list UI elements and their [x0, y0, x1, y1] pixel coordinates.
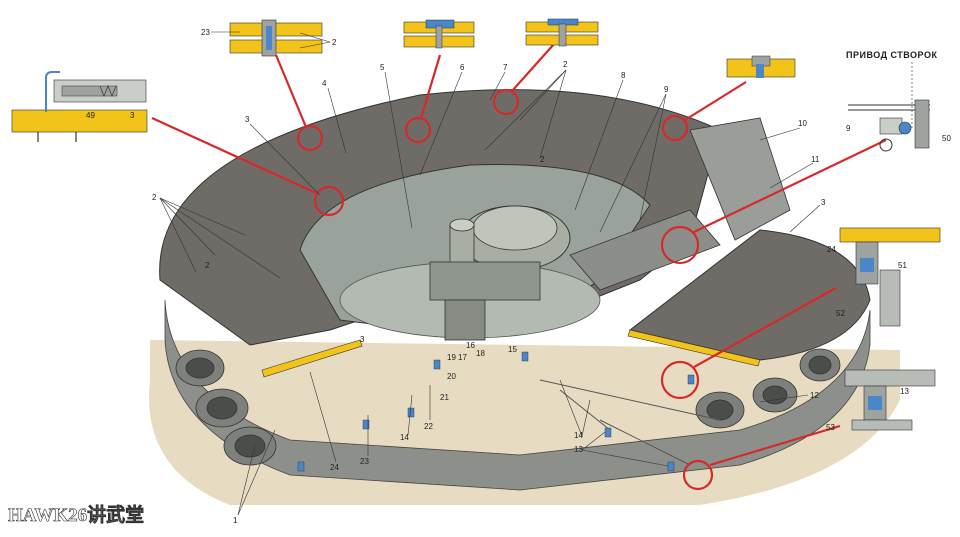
- lower-support-frame: [539, 379, 721, 466]
- yellow-edge-right: [627, 329, 761, 367]
- callout-21: 21: [440, 393, 449, 402]
- highlight-base-joint: [682, 459, 714, 491]
- callout-8: 8: [621, 71, 626, 80]
- callout-12: 12: [810, 391, 819, 400]
- callout-2: 2: [563, 60, 568, 69]
- callout-14: 14: [574, 431, 583, 440]
- inset-title: ПРИВОД СТВОРОК: [846, 50, 937, 60]
- callout-3: 3: [360, 335, 365, 344]
- inset-bracket-detail: [839, 227, 941, 327]
- callout-18: 18: [476, 349, 485, 358]
- callout-2: 2: [152, 193, 157, 202]
- inset-base-detail: [844, 369, 936, 431]
- callout-3: 3: [245, 115, 250, 124]
- callout-9: 9: [846, 124, 851, 133]
- callout-23: 23: [360, 457, 369, 466]
- inset-joint-23: [229, 19, 323, 57]
- central-drive-unit: [429, 205, 571, 341]
- callout-49: 49: [86, 111, 95, 120]
- callout-53: 53: [826, 423, 835, 432]
- inset-latch-detail: [11, 71, 148, 142]
- watermark: HAWK26讲武堂: [8, 503, 144, 526]
- callout-4: 4: [322, 79, 327, 88]
- inset-joint-mid: [403, 19, 475, 49]
- callout-3: 3: [821, 198, 826, 207]
- highlight-joint-2: [296, 124, 324, 152]
- callout-7: 7: [503, 63, 508, 72]
- callout-2: 2: [540, 155, 545, 164]
- deck-right-sector: [628, 229, 871, 361]
- callout-22: 22: [424, 422, 433, 431]
- callout-23: 23: [201, 28, 210, 37]
- callout-5: 5: [380, 63, 385, 72]
- highlight-joint-7: [492, 88, 520, 116]
- callout-3: 3: [130, 111, 135, 120]
- callout-2: 2: [332, 38, 337, 47]
- highlight-connectors: [151, 33, 887, 467]
- callout-2: 2: [205, 261, 210, 270]
- exhaust-pipes-left: [175, 349, 277, 466]
- highlight-shutter-drive: [660, 225, 700, 265]
- callout-20: 20: [447, 372, 456, 381]
- callout-13: 13: [900, 387, 909, 396]
- callout-52: 52: [836, 309, 845, 318]
- callout-24: 24: [330, 463, 339, 472]
- leader-lines: [159, 31, 821, 516]
- callout-24: 24: [827, 245, 836, 254]
- highlight-latch: [313, 185, 345, 217]
- callout-15: 15: [508, 345, 517, 354]
- callout-6: 6: [460, 63, 465, 72]
- callout-11: 11: [811, 155, 820, 164]
- highlight-bracket: [660, 360, 700, 400]
- shutter-frame: [569, 117, 791, 291]
- callout-16: 16: [466, 341, 475, 350]
- callout-9: 9: [664, 85, 669, 94]
- highlight-joint-right: [661, 114, 689, 142]
- callout-numbers: 23 2 5 6 7 2 8 9 4 3 2 49 3 10 11 3 9 50…: [86, 28, 951, 525]
- highlight-joint-6: [404, 116, 432, 144]
- highlight-circles: [296, 88, 714, 491]
- blue-fittings: [297, 351, 695, 472]
- yellow-edge-left: [261, 339, 363, 378]
- inset-joint-right-mid: [525, 18, 599, 47]
- callout-1: 1: [233, 516, 238, 525]
- callout-51: 51: [898, 261, 907, 270]
- inset-shutter-drive: [848, 62, 930, 152]
- callout-19: 19: [447, 353, 456, 362]
- callout-14: 14: [400, 433, 409, 442]
- inset-joint-far-right: [726, 55, 796, 78]
- callout-10: 10: [798, 119, 807, 128]
- exhaust-pipes-right: [695, 348, 841, 429]
- callout-17: 17: [458, 353, 467, 362]
- callout-50: 50: [942, 134, 951, 143]
- callout-13: 13: [574, 445, 583, 454]
